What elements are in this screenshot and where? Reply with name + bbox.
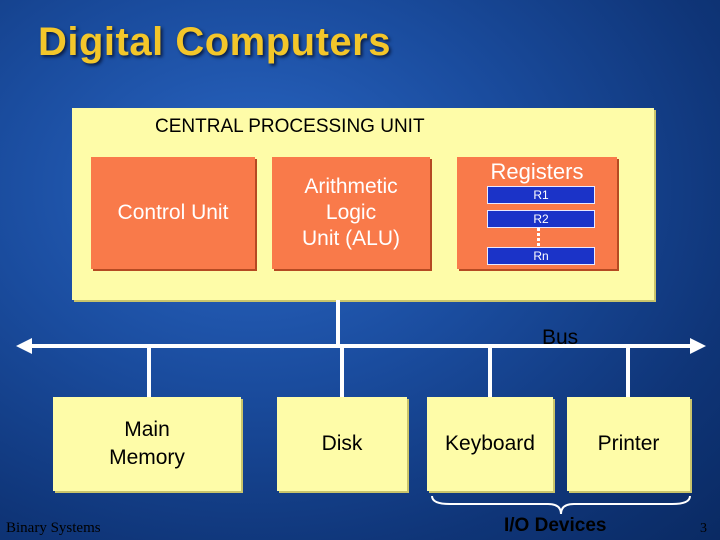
bus-label: Bus [542,326,579,349]
register-r1: R1 [487,186,595,204]
footer-title: Binary Systems [6,520,101,536]
bus-arrow-right-icon [690,338,706,354]
registers-box: Registers R1 R2 Rn [457,157,617,269]
main-memory-box: Main Memory [53,397,241,491]
printer-bus-connector [626,346,630,397]
alu-box: Arithmetic Logic Unit (ALU) [272,157,430,269]
cpu-bus-connector [336,300,340,346]
keyboard-box: Keyboard [427,397,553,491]
main-memory-label-line1: Main [124,417,170,441]
bus-line [30,344,690,348]
alu-label-line2: Logic [325,200,377,224]
register-r2: R2 [487,210,595,228]
disk-label: Disk [321,431,363,455]
keyboard-label: Keyboard [445,431,535,455]
bus-arrow-left-icon [16,338,32,354]
page-title: Digital Computers [38,20,391,64]
alu-label-line3: Unit (ALU) [301,227,401,251]
alu-label-line1: Arithmetic [304,174,398,198]
memory-bus-connector [147,346,151,397]
register-ellipsis [537,228,541,246]
keyboard-bus-connector [488,346,492,397]
io-devices-label: I/O Devices [504,515,607,536]
main-memory-label-line2: Memory [109,446,185,469]
register-rn: Rn [487,247,595,265]
printer-box: Printer [567,397,690,491]
disk-box: Disk [277,397,407,491]
control-unit-label: Control Unit [117,200,229,224]
page-number: 3 [700,521,707,536]
disk-bus-connector [340,346,344,397]
registers-label: Registers [490,159,584,184]
io-devices-brace-icon [431,495,691,515]
cpu-label: CENTRAL PROCESSING UNIT [155,116,425,137]
control-unit-box: Control Unit [91,157,255,269]
printer-label: Printer [597,431,660,455]
